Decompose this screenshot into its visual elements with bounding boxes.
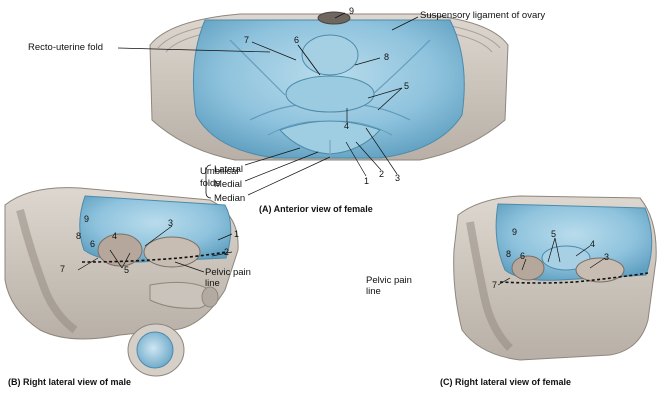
panel-b-number: 5 bbox=[124, 266, 129, 275]
panel-b-number: 2 bbox=[224, 248, 229, 257]
label-median: Median bbox=[214, 194, 245, 204]
panel-a-number: 9 bbox=[349, 7, 354, 16]
panel-b-number: 9 bbox=[84, 215, 89, 224]
caption-panel-a: (A) Anterior view of female bbox=[259, 204, 373, 214]
panel-a-number: 4 bbox=[344, 122, 349, 131]
panel-b-number: 3 bbox=[168, 219, 173, 228]
panel-c-drawing bbox=[454, 196, 657, 360]
panel-c-number: 7 bbox=[492, 281, 497, 290]
panel-b-number: 8 bbox=[76, 232, 81, 241]
panel-a-number: 8 bbox=[384, 53, 389, 62]
caption-panel-c: (C) Right lateral view of female bbox=[440, 377, 571, 387]
panel-c-number: 8 bbox=[506, 250, 511, 259]
panel-b-number: 1 bbox=[234, 230, 239, 239]
caption-letter: (B) bbox=[8, 377, 21, 387]
label-lateral: Lateral bbox=[214, 165, 243, 175]
caption-text: Right lateral view of male bbox=[23, 377, 131, 387]
label-medial: Medial bbox=[214, 180, 242, 190]
panel-a-number: 6 bbox=[294, 36, 299, 45]
panel-c-number: 3 bbox=[604, 253, 609, 262]
panel-a-number: 1 bbox=[364, 177, 369, 186]
panel-b-number: 6 bbox=[90, 240, 95, 249]
panel-a-drawing bbox=[118, 12, 508, 198]
label-recto-uterine-fold: Recto-uterine fold bbox=[28, 43, 103, 53]
panel-a-number: 7 bbox=[244, 36, 249, 45]
caption-letter: (A) bbox=[259, 204, 272, 214]
panel-a-number: 2 bbox=[379, 170, 384, 179]
caption-letter: (C) bbox=[440, 377, 453, 387]
panel-b-number: 7 bbox=[60, 265, 65, 274]
label-pelvic-pain-line-female: Pelvic pain line bbox=[366, 275, 412, 298]
panel-a-number: 5 bbox=[404, 82, 409, 91]
caption-text: Right lateral view of female bbox=[455, 377, 571, 387]
panel-a-number: 3 bbox=[395, 174, 400, 183]
caption-panel-b: (B) Right lateral view of male bbox=[8, 377, 131, 387]
caption-text: Anterior view of female bbox=[274, 204, 373, 214]
label-suspensory-ligament: Suspensory ligament of ovary bbox=[420, 11, 545, 21]
label-pelvic-pain-line-male: Pelvic pain line bbox=[205, 267, 251, 290]
panel-c-number: 6 bbox=[520, 252, 525, 261]
panel-c-number: 5 bbox=[551, 230, 556, 239]
panel-c-number: 4 bbox=[590, 240, 595, 249]
panel-b-number: 4 bbox=[112, 232, 117, 241]
panel-c-number: 9 bbox=[512, 228, 517, 237]
panel-b-drawing bbox=[5, 188, 238, 376]
